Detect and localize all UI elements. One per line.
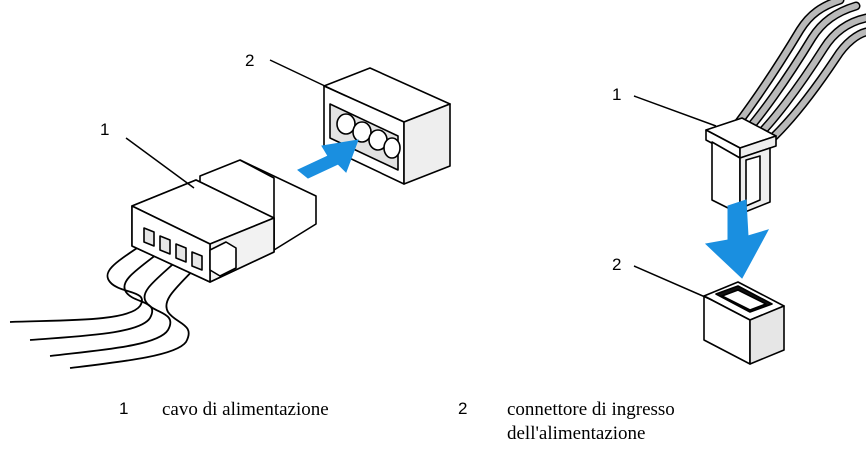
insertion-arrow-right [704,199,770,279]
callout-left-1: 1 [100,120,109,139]
sata-power-input-connector [703,281,785,365]
legend-number-2: 2 [458,399,468,418]
callout-right-1: 1 [612,85,621,104]
connector-diagram: 1 2 1 2 [9,0,866,369]
callout-left-2: 2 [245,51,254,70]
leader-right-1 [633,95,717,127]
molex-power-cable [9,159,317,369]
legend: 1 cavo di alimentazione 2 connettore di … [0,398,866,452]
leader-left-1 [125,137,195,189]
legend-text-power-cable: cavo di alimentazione [162,399,329,420]
insertion-arrow-left [297,139,359,179]
leader-left-2 [269,59,347,97]
sata-power-cable [705,0,866,215]
leader-right-2 [633,265,713,301]
legend-number-1: 1 [119,399,129,418]
legend-text-power-input-connector: connettore di ingresso dell'alimentazion… [507,399,675,444]
callout-leaders [125,59,717,301]
molex-power-input-connector [323,67,451,185]
callout-right-2: 2 [612,255,621,274]
